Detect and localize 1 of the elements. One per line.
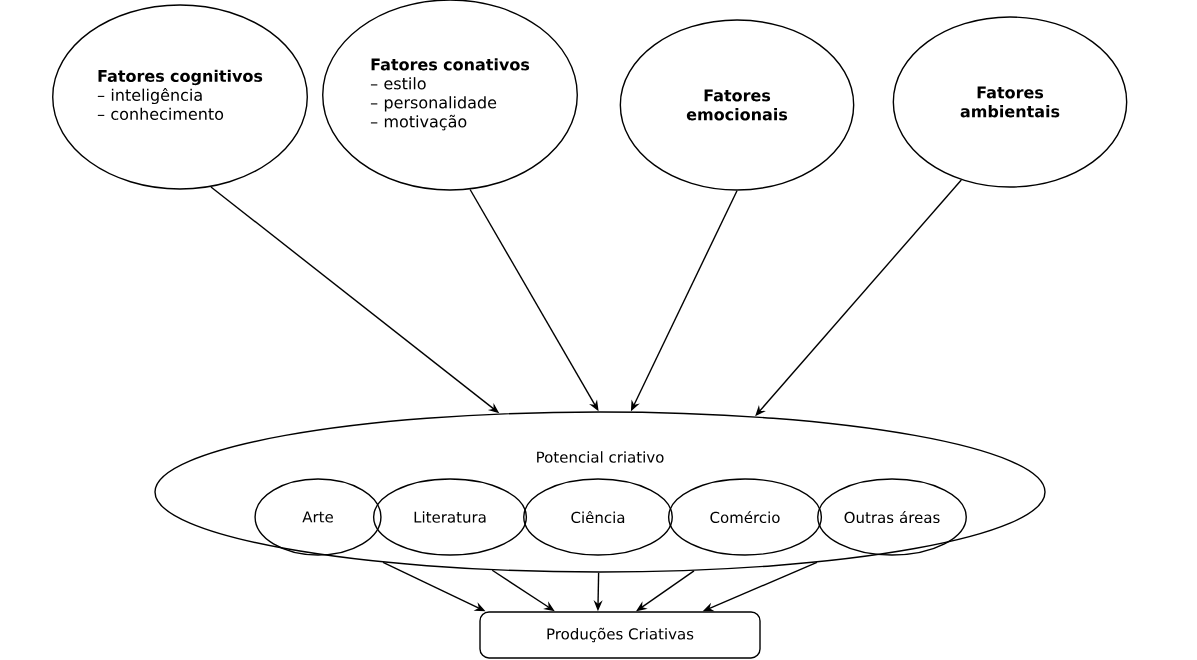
output-box: Produções Criativas	[479, 611, 761, 659]
